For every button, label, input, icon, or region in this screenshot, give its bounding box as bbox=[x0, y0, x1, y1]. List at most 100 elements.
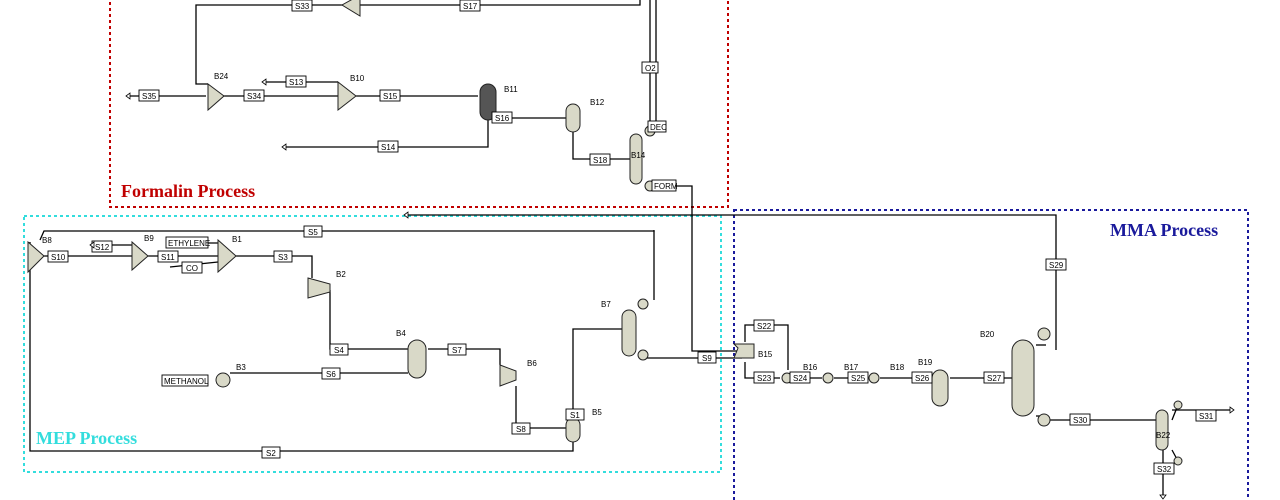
stream-label-s8: S8 bbox=[511, 422, 531, 435]
formalin-process-label: Formalin Process bbox=[121, 181, 255, 201]
svg-text:S16: S16 bbox=[495, 114, 510, 123]
stream-label-s17: S17 bbox=[459, 0, 481, 12]
b15-decanter-icon bbox=[732, 343, 755, 359]
block-label-b15: B15 bbox=[758, 350, 773, 359]
svg-text:S29: S29 bbox=[1049, 261, 1064, 270]
svg-text:S18: S18 bbox=[593, 156, 608, 165]
svg-text:S31: S31 bbox=[1199, 412, 1214, 421]
svg-text:S15: S15 bbox=[383, 92, 398, 101]
svg-text:S27: S27 bbox=[987, 374, 1002, 383]
block-label-b24: B24 bbox=[214, 72, 229, 81]
b4-reactor-icon bbox=[407, 339, 427, 379]
svg-text:S7: S7 bbox=[452, 346, 462, 355]
stream-label-o2: O2 bbox=[641, 61, 659, 74]
b7-column-icon bbox=[621, 309, 637, 357]
b7-condenser-icon bbox=[637, 298, 649, 310]
stream-label-s22: S22 bbox=[753, 319, 775, 332]
stream-label-s6: S6 bbox=[321, 367, 341, 380]
stream-label-s26: S26 bbox=[911, 371, 933, 384]
svg-text:S17: S17 bbox=[463, 2, 478, 11]
stream-label-s34: S34 bbox=[243, 89, 265, 102]
block-label-b8: B8 bbox=[42, 236, 52, 245]
mma-process-label: MMA Process bbox=[1110, 220, 1218, 240]
b22-condenser-icon bbox=[1173, 400, 1183, 410]
block-label-b7: B7 bbox=[601, 300, 611, 309]
b9-mixer-icon bbox=[131, 240, 149, 272]
b12-flash-drum-icon bbox=[565, 103, 581, 133]
svg-text:S3: S3 bbox=[278, 253, 288, 262]
b3-pump-icon bbox=[215, 372, 231, 388]
stream-label-s13: S13 bbox=[285, 75, 307, 88]
stream-label-s11: S11 bbox=[157, 250, 179, 263]
svg-text:DEC: DEC bbox=[650, 123, 667, 132]
b20-column-icon bbox=[1011, 339, 1035, 417]
svg-text:S12: S12 bbox=[95, 243, 110, 252]
stream-label-s14: S14 bbox=[377, 140, 399, 153]
stream-label-s32: S32 bbox=[1153, 462, 1175, 475]
block-label-b16: B16 bbox=[803, 363, 818, 372]
b20-condenser-icon bbox=[1037, 327, 1051, 341]
stream-label-s23: S23 bbox=[753, 371, 775, 384]
svg-text:CO: CO bbox=[186, 264, 198, 273]
block-label-b12: B12 bbox=[590, 98, 605, 107]
svg-text:S30: S30 bbox=[1073, 416, 1088, 425]
stream-label-s2: S2 bbox=[261, 446, 281, 459]
b22-reboiler-icon bbox=[1173, 456, 1183, 466]
stream-label-s4: S4 bbox=[329, 343, 349, 356]
svg-text:S34: S34 bbox=[247, 92, 262, 101]
stream-label-s24: S24 bbox=[789, 371, 811, 384]
b6-turbine-icon bbox=[499, 364, 517, 387]
b1-mixer-icon bbox=[217, 238, 237, 274]
stream-label-s3: S3 bbox=[273, 250, 293, 263]
b10-compressor-icon bbox=[337, 80, 357, 112]
block-label-b10: B10 bbox=[350, 74, 365, 83]
b24-mixer-icon bbox=[207, 83, 225, 112]
b2-turbine-icon bbox=[307, 277, 331, 299]
b5-flash-drum-icon bbox=[565, 417, 581, 443]
block-label-b4: B4 bbox=[396, 329, 406, 338]
svg-text:S11: S11 bbox=[161, 253, 175, 262]
b17-cooler-b-icon bbox=[868, 372, 880, 384]
stream-label-s31: S31 bbox=[1195, 409, 1217, 422]
formalin-stream-lines bbox=[130, 0, 1057, 352]
svg-text:S9: S9 bbox=[702, 354, 712, 363]
feed-arrows bbox=[89, 78, 1235, 500]
svg-text:S10: S10 bbox=[51, 253, 66, 262]
svg-text:S24: S24 bbox=[793, 374, 808, 383]
svg-text:S26: S26 bbox=[915, 374, 930, 383]
stream-label-s25: S25 bbox=[847, 371, 869, 384]
svg-text:S2: S2 bbox=[266, 449, 276, 458]
svg-text:FORM: FORM bbox=[654, 182, 678, 191]
stream-label-s30: S30 bbox=[1069, 413, 1091, 426]
stream-label-s5: S5 bbox=[303, 225, 323, 238]
svg-text:S35: S35 bbox=[142, 92, 157, 101]
block-label-b11: B11 bbox=[504, 85, 518, 94]
block-label-b1: B1 bbox=[232, 235, 242, 244]
b11-reactor-icon bbox=[479, 83, 497, 121]
b8-mixer-icon bbox=[27, 240, 45, 274]
b7-reboiler-icon bbox=[637, 349, 649, 361]
stream-label-s9: S9 bbox=[697, 351, 717, 364]
stream-label-s35: S35 bbox=[138, 89, 160, 102]
block-label-b17: B17 bbox=[844, 363, 859, 372]
mma-process-boundary bbox=[733, 209, 1249, 500]
b33-compressor-icon bbox=[341, 0, 361, 17]
block-label-b5: B5 bbox=[592, 408, 602, 417]
stream-label-s12: S12 bbox=[91, 240, 113, 253]
stream-label-dec: DEC bbox=[647, 120, 667, 133]
b22-column-icon bbox=[1155, 409, 1169, 451]
svg-text:S8: S8 bbox=[516, 425, 526, 434]
block-label-b19: B19 bbox=[918, 358, 933, 367]
block-label-b2: B2 bbox=[336, 270, 346, 279]
mep-process-boundary bbox=[23, 215, 722, 473]
stream-label-form: FORM bbox=[651, 179, 678, 192]
svg-text:METHANOL: METHANOL bbox=[164, 377, 209, 386]
b17-cooler-a-icon bbox=[822, 372, 834, 384]
svg-text:ETHYLENE: ETHYLENE bbox=[168, 239, 210, 248]
stream-label-s18: S18 bbox=[589, 153, 611, 166]
mep-process-label: MEP Process bbox=[36, 428, 137, 448]
b19-reactor-icon bbox=[931, 369, 949, 407]
stream-label-s1: S1 bbox=[565, 408, 585, 421]
svg-text:S22: S22 bbox=[757, 322, 772, 331]
